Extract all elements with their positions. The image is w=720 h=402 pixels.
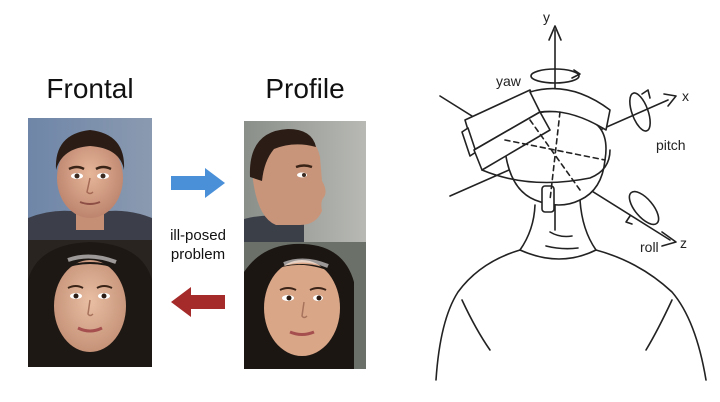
roll-rotation-icon bbox=[628, 190, 660, 226]
neck-right bbox=[579, 199, 597, 251]
head-pose-diagram: y x z yaw pitch roll bbox=[410, 0, 720, 402]
yaw-label: yaw bbox=[496, 73, 522, 89]
pitch-label: pitch bbox=[656, 137, 686, 153]
z-axis-label: z bbox=[680, 235, 687, 251]
ill-posed-caption: ill-posed problem bbox=[152, 226, 244, 264]
y-axis-label: y bbox=[543, 9, 550, 25]
frontal-photo-man bbox=[28, 118, 152, 240]
profile-photo-man bbox=[244, 121, 366, 242]
neck-left bbox=[519, 204, 536, 251]
x-axis-label: x bbox=[682, 88, 689, 104]
z-axis-arrowhead bbox=[661, 231, 677, 247]
caption-line-1: ill-posed bbox=[170, 227, 226, 244]
profile-photo-woman bbox=[244, 242, 366, 369]
frontal-photo-woman bbox=[28, 240, 152, 367]
caption-line-2: problem bbox=[170, 246, 226, 263]
backward-arrow bbox=[171, 287, 225, 317]
pitch-rotation-icon bbox=[629, 92, 651, 132]
frontal-title: Frontal bbox=[46, 73, 134, 104]
forward-arrow bbox=[171, 168, 225, 198]
profile-title: Profile bbox=[265, 73, 345, 104]
roll-label: roll bbox=[640, 239, 659, 255]
x-axis-arrowhead bbox=[663, 93, 677, 107]
y-axis-arrowhead bbox=[548, 25, 562, 41]
yaw-rotation-icon bbox=[530, 68, 580, 84]
